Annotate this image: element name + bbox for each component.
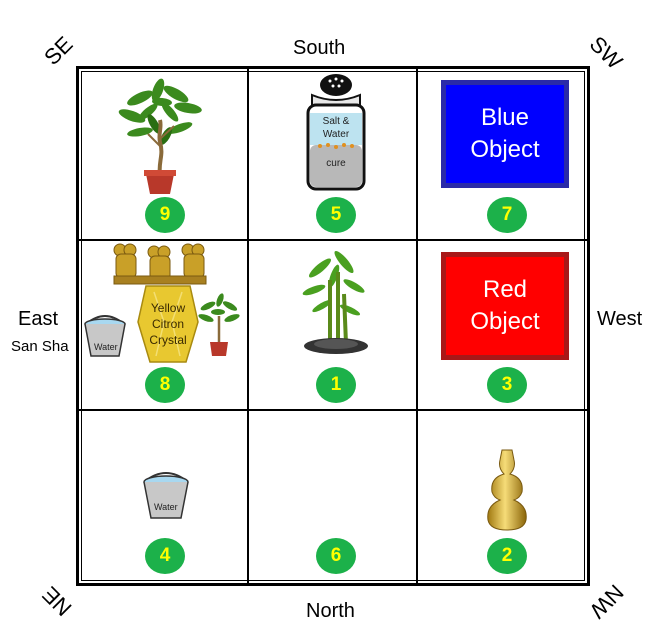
badge-number-1: 1 <box>316 367 356 403</box>
crystal-line3: Crystal <box>140 332 196 348</box>
badge-number-7: 7 <box>487 197 527 233</box>
red-object-line1: Red <box>470 274 539 306</box>
grid-line-v1 <box>247 69 249 583</box>
label-east: East <box>18 308 58 331</box>
corner-ne: NE <box>37 581 77 621</box>
label-east-sub: San Sha <box>11 338 69 355</box>
corner-sw: SW <box>584 31 627 74</box>
red-object-box: Red Object <box>441 252 569 360</box>
blue-object-line2: Object <box>470 134 539 166</box>
crystal-label: Yellow Citron Crystal <box>140 300 196 349</box>
jar-sub-label: cure <box>316 158 356 169</box>
badge-number-3: 3 <box>487 367 527 403</box>
badge-number-2: 2 <box>487 538 527 574</box>
grid-line-v2 <box>416 69 418 583</box>
blue-object-box: Blue Object <box>441 80 569 188</box>
badge-number-8: 8 <box>145 367 185 403</box>
badge-number-4: 4 <box>145 538 185 574</box>
lucky-bamboo-icon <box>300 250 372 360</box>
badge-number-6: 6 <box>316 538 356 574</box>
label-north: North <box>306 600 355 623</box>
blue-object-line1: Blue <box>470 102 539 134</box>
red-object-line2: Object <box>470 306 539 338</box>
corner-se: SE <box>39 31 78 70</box>
crystal-line2: Citron <box>140 316 196 332</box>
grid-line-h2 <box>79 409 587 411</box>
label-south: South <box>293 37 345 60</box>
bucket-label-bottom: Water <box>154 502 178 512</box>
badge-number-5: 5 <box>316 197 356 233</box>
bucket-label-mid: Water <box>94 342 118 352</box>
crystal-line1: Yellow <box>140 300 196 316</box>
badge-number-9: 9 <box>145 197 185 233</box>
label-west: West <box>597 308 642 331</box>
water-bucket-icon <box>80 310 130 360</box>
jar-label: Salt & Water <box>316 116 356 141</box>
corner-nw: NW <box>584 579 628 623</box>
brass-wu-lou-icon <box>484 448 530 532</box>
small-money-tree-icon <box>196 292 242 358</box>
money-tree-icon <box>118 76 208 196</box>
water-bucket-icon <box>138 466 194 522</box>
